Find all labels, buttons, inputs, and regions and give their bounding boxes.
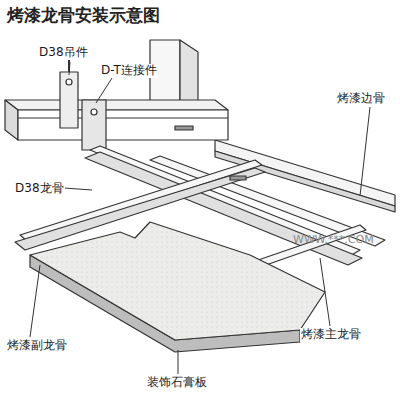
leader-line [178,350,179,374]
part-label: D-T连接件 [100,64,158,78]
leader-lines [30,62,370,374]
d38-channel-web [5,100,18,140]
diagram-title: 烤漆龙骨安装示意图 [6,6,161,26]
slot [230,176,246,180]
leader-line [30,265,40,337]
leader-line [320,258,330,326]
leader-line [64,188,92,190]
channel-lip [18,117,228,118]
watermark: WWW.***.COM [292,234,375,247]
part-label: 烤漆副龙骨 [6,339,68,353]
leader-line [96,78,112,103]
part-label: 烤漆边骨 [336,92,386,106]
part-label: 烤漆主龙骨 [300,328,362,342]
part-label: D38龙骨 [14,182,65,196]
dt-connector [82,100,106,150]
hanger-hole [66,79,72,85]
leader-line [69,62,70,75]
leader-line [360,107,370,196]
gypsum-board-top [30,222,325,340]
d38-channel-top [5,100,228,110]
d38-channel-front [18,110,228,140]
d38-hanger [60,72,78,128]
slot [175,126,193,130]
connector-hole [91,109,97,115]
part-label: D38吊件 [38,46,89,60]
part-label: 装饰石膏板 [146,376,208,390]
